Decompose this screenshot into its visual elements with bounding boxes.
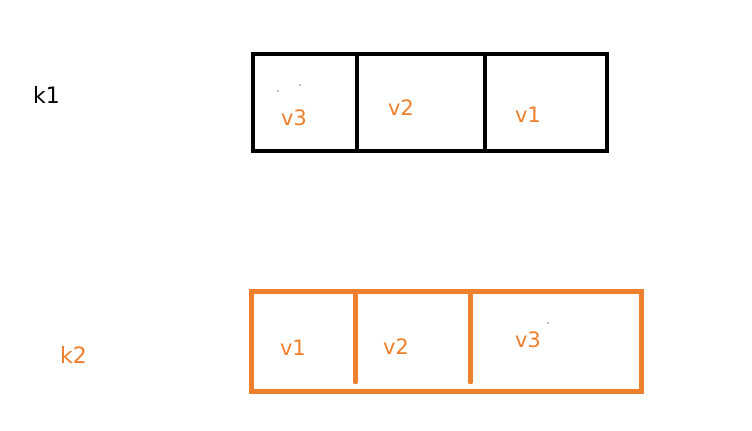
cell-divider <box>468 293 473 384</box>
cell-divider <box>353 293 358 384</box>
cell-divider <box>355 55 359 150</box>
cell-divider <box>483 55 487 150</box>
pen-speck <box>277 90 279 92</box>
value-list-k1: v3 v2 v1 <box>251 52 609 153</box>
key-label-k1: k1 <box>33 84 60 109</box>
value-cell: v1 <box>280 336 306 360</box>
value-cell: v3 <box>281 106 307 130</box>
value-cell: v3 <box>515 328 541 352</box>
key-label-k2: k2 <box>60 344 87 369</box>
value-cell: v1 <box>515 103 541 127</box>
pen-speck <box>299 84 301 86</box>
value-cell: v2 <box>383 335 409 359</box>
value-cell: v2 <box>388 96 414 120</box>
value-list-k2: v1 v2 v3 <box>249 289 644 394</box>
pen-speck <box>547 322 549 324</box>
